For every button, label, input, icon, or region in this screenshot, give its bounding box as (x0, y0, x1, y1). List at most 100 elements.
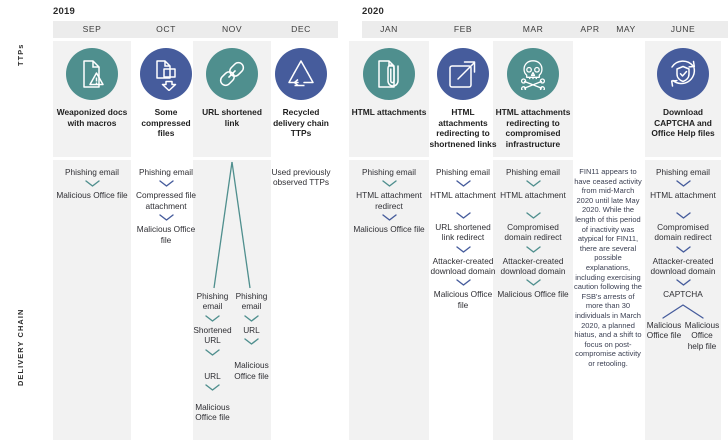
chevron-down-icon (381, 214, 397, 221)
chain-steps-jan: Phishing email HTML attachment redirect … (349, 167, 429, 235)
chain-step: URL (204, 370, 221, 381)
column-shade-sep-chain (53, 160, 131, 440)
chain-column-feb: Phishing email HTML attachment URL short… (427, 160, 499, 440)
year-label-2020: 2020 (362, 6, 384, 17)
chevron-down-icon (205, 315, 220, 322)
ttp-caption-jan: HTML attachments (351, 107, 427, 117)
paperclip-attachment-icon (363, 48, 415, 100)
branch-wrap-nov: Phishing email Shortened URL URL Malicio… (193, 291, 271, 423)
chain-step: Malicious Office file (646, 319, 682, 341)
chain-step: Malicious Office file (195, 402, 230, 423)
axis-label-ttps: TTPs (16, 43, 25, 66)
chain-step: Compromised domain redirect (504, 221, 562, 243)
ttp-caption-oct: Some compressed files (141, 107, 191, 139)
chevron-down-icon (455, 245, 471, 253)
chain-step: Phishing email (656, 167, 710, 177)
chevron-down-icon (455, 180, 471, 188)
year-label-2019: 2019 (53, 6, 75, 17)
month-cell-mar: MAR (522, 24, 544, 34)
chain-column-nov: Phishing email Shortened URL URL Malicio… (193, 160, 271, 440)
chain-column-jan: Phishing email HTML attachment redirect … (349, 160, 429, 440)
chain-steps-mar: Phishing email HTML attachment Compromis… (493, 167, 573, 300)
month-cell-nov: NOV (221, 24, 243, 34)
chevron-down-icon (675, 279, 691, 287)
chain-column-mar: Phishing email HTML attachment Compromis… (493, 160, 573, 440)
chain-branch-june-left: Malicious Office file (645, 320, 683, 341)
column-shade-mar-chain (493, 160, 573, 440)
chain-column-apr-may: FIN11 appears to have ceased activity fr… (571, 160, 645, 440)
chain-step: HTML attachment (500, 190, 566, 201)
chain-step: Attacker-created download domain (500, 255, 566, 277)
month-cell-feb: FEB (453, 24, 473, 34)
chain-column-dec: Used previously observed TTPs (265, 160, 337, 440)
skull-crossbones-icon (507, 48, 559, 100)
chain-step: Attacker-created download domain (650, 255, 716, 277)
chain-steps-feb: Phishing email HTML attachment URL short… (427, 167, 499, 310)
chain-step: Malicious Office file (234, 360, 269, 381)
chain-step: Compressed file attachment (136, 190, 196, 211)
month-cell-sep: SEP (82, 24, 102, 34)
chain-step: Malicious Office file (497, 289, 569, 300)
ttp-caption-mar: HTML attachments redirecting to compromi… (495, 107, 571, 149)
document-warning-icon (66, 48, 118, 100)
chain-column-june: Phishing email HTML attachment Compromis… (645, 160, 721, 440)
ttp-caption-june: Download CAPTCHA and Office Help files (651, 107, 715, 139)
chevron-down-icon (525, 245, 541, 253)
chain-step: Phishing email (436, 167, 490, 177)
chevron-down-icon (158, 214, 174, 221)
chain-step: Malicious Office file (433, 289, 493, 310)
ttp-card-dec: Recycled delivery chain TTPs (265, 41, 337, 157)
chain-step: Phishing email (362, 167, 416, 177)
fin11-hiatus-note: FIN11 appears to have ceased activity fr… (574, 167, 642, 368)
chain-steps-nov-right: Phishing email URL Malicious Office file (232, 291, 271, 381)
chain-steps-sep: Phishing email Malicious Office file (53, 167, 131, 201)
chain-step: URL (243, 324, 260, 335)
chevron-down-icon (525, 279, 541, 287)
chain-step: Phishing email (196, 291, 229, 312)
external-link-redirect-icon (437, 48, 489, 100)
chain-step: HTML attachment redirect (356, 190, 422, 211)
month-cell-june: JUNE (670, 24, 696, 34)
compressed-file-download-icon (140, 48, 192, 100)
chevron-down-icon (244, 315, 259, 322)
chevron-down-icon (205, 348, 220, 356)
column-shade-june-chain (645, 160, 721, 440)
chain-steps-dec: Used previously observed TTPs (265, 167, 337, 188)
month-cell-apr: APR (580, 24, 600, 34)
ttp-card-sep: Weaponized docs with macros (53, 41, 131, 157)
month-cell-oct: OCT (156, 24, 176, 34)
ttp-caption-feb: HTML attachments redirecting to shortnen… (429, 107, 497, 149)
chain-step: Phishing email (139, 167, 193, 177)
chevron-down-icon (244, 338, 259, 345)
recycle-icon (275, 48, 327, 100)
chain-branch-june-right: Malicious Office help file (683, 320, 721, 351)
ttp-card-feb: HTML attachments redirecting to shortnen… (427, 41, 499, 157)
captcha-shield-refresh-icon (657, 48, 709, 100)
chevron-down-icon (158, 180, 174, 188)
chain-column-oct: Phishing email Compressed file attachmen… (131, 160, 201, 440)
chain-step: HTML attachment (650, 190, 716, 201)
chain-link-icon (206, 48, 258, 100)
chain-step: Malicious Office file (353, 224, 425, 235)
ttp-card-nov: URL shortened link (193, 41, 271, 157)
month-header-bar-2020 (362, 21, 728, 38)
chain-step: Phishing email (506, 167, 560, 177)
chain-step: Compromised domain redirect (654, 221, 712, 243)
chain-step: Malicious Office file (136, 224, 196, 245)
month-header-bar-2019 (53, 21, 338, 38)
chevron-down-icon (455, 279, 471, 287)
chain-step: URL shortened link redirect (435, 221, 491, 243)
chain-step: Malicious Office file (56, 190, 128, 201)
chevron-down-icon (381, 180, 397, 188)
ttp-card-jan: HTML attachments (349, 41, 429, 157)
chain-step: Malicious Office help file (684, 319, 720, 351)
chevron-down-icon (525, 180, 541, 188)
chain-step: Attacker-created download domain (430, 255, 496, 277)
month-cell-may: MAY (616, 24, 636, 34)
chain-step: Shortened URL (193, 324, 232, 346)
month-cell-dec: DEC (291, 24, 311, 34)
chain-step: Phishing email (235, 291, 268, 312)
ttp-card-june: Download CAPTCHA and Office Help files (645, 41, 721, 157)
month-cell-jan: JAN (380, 24, 398, 34)
